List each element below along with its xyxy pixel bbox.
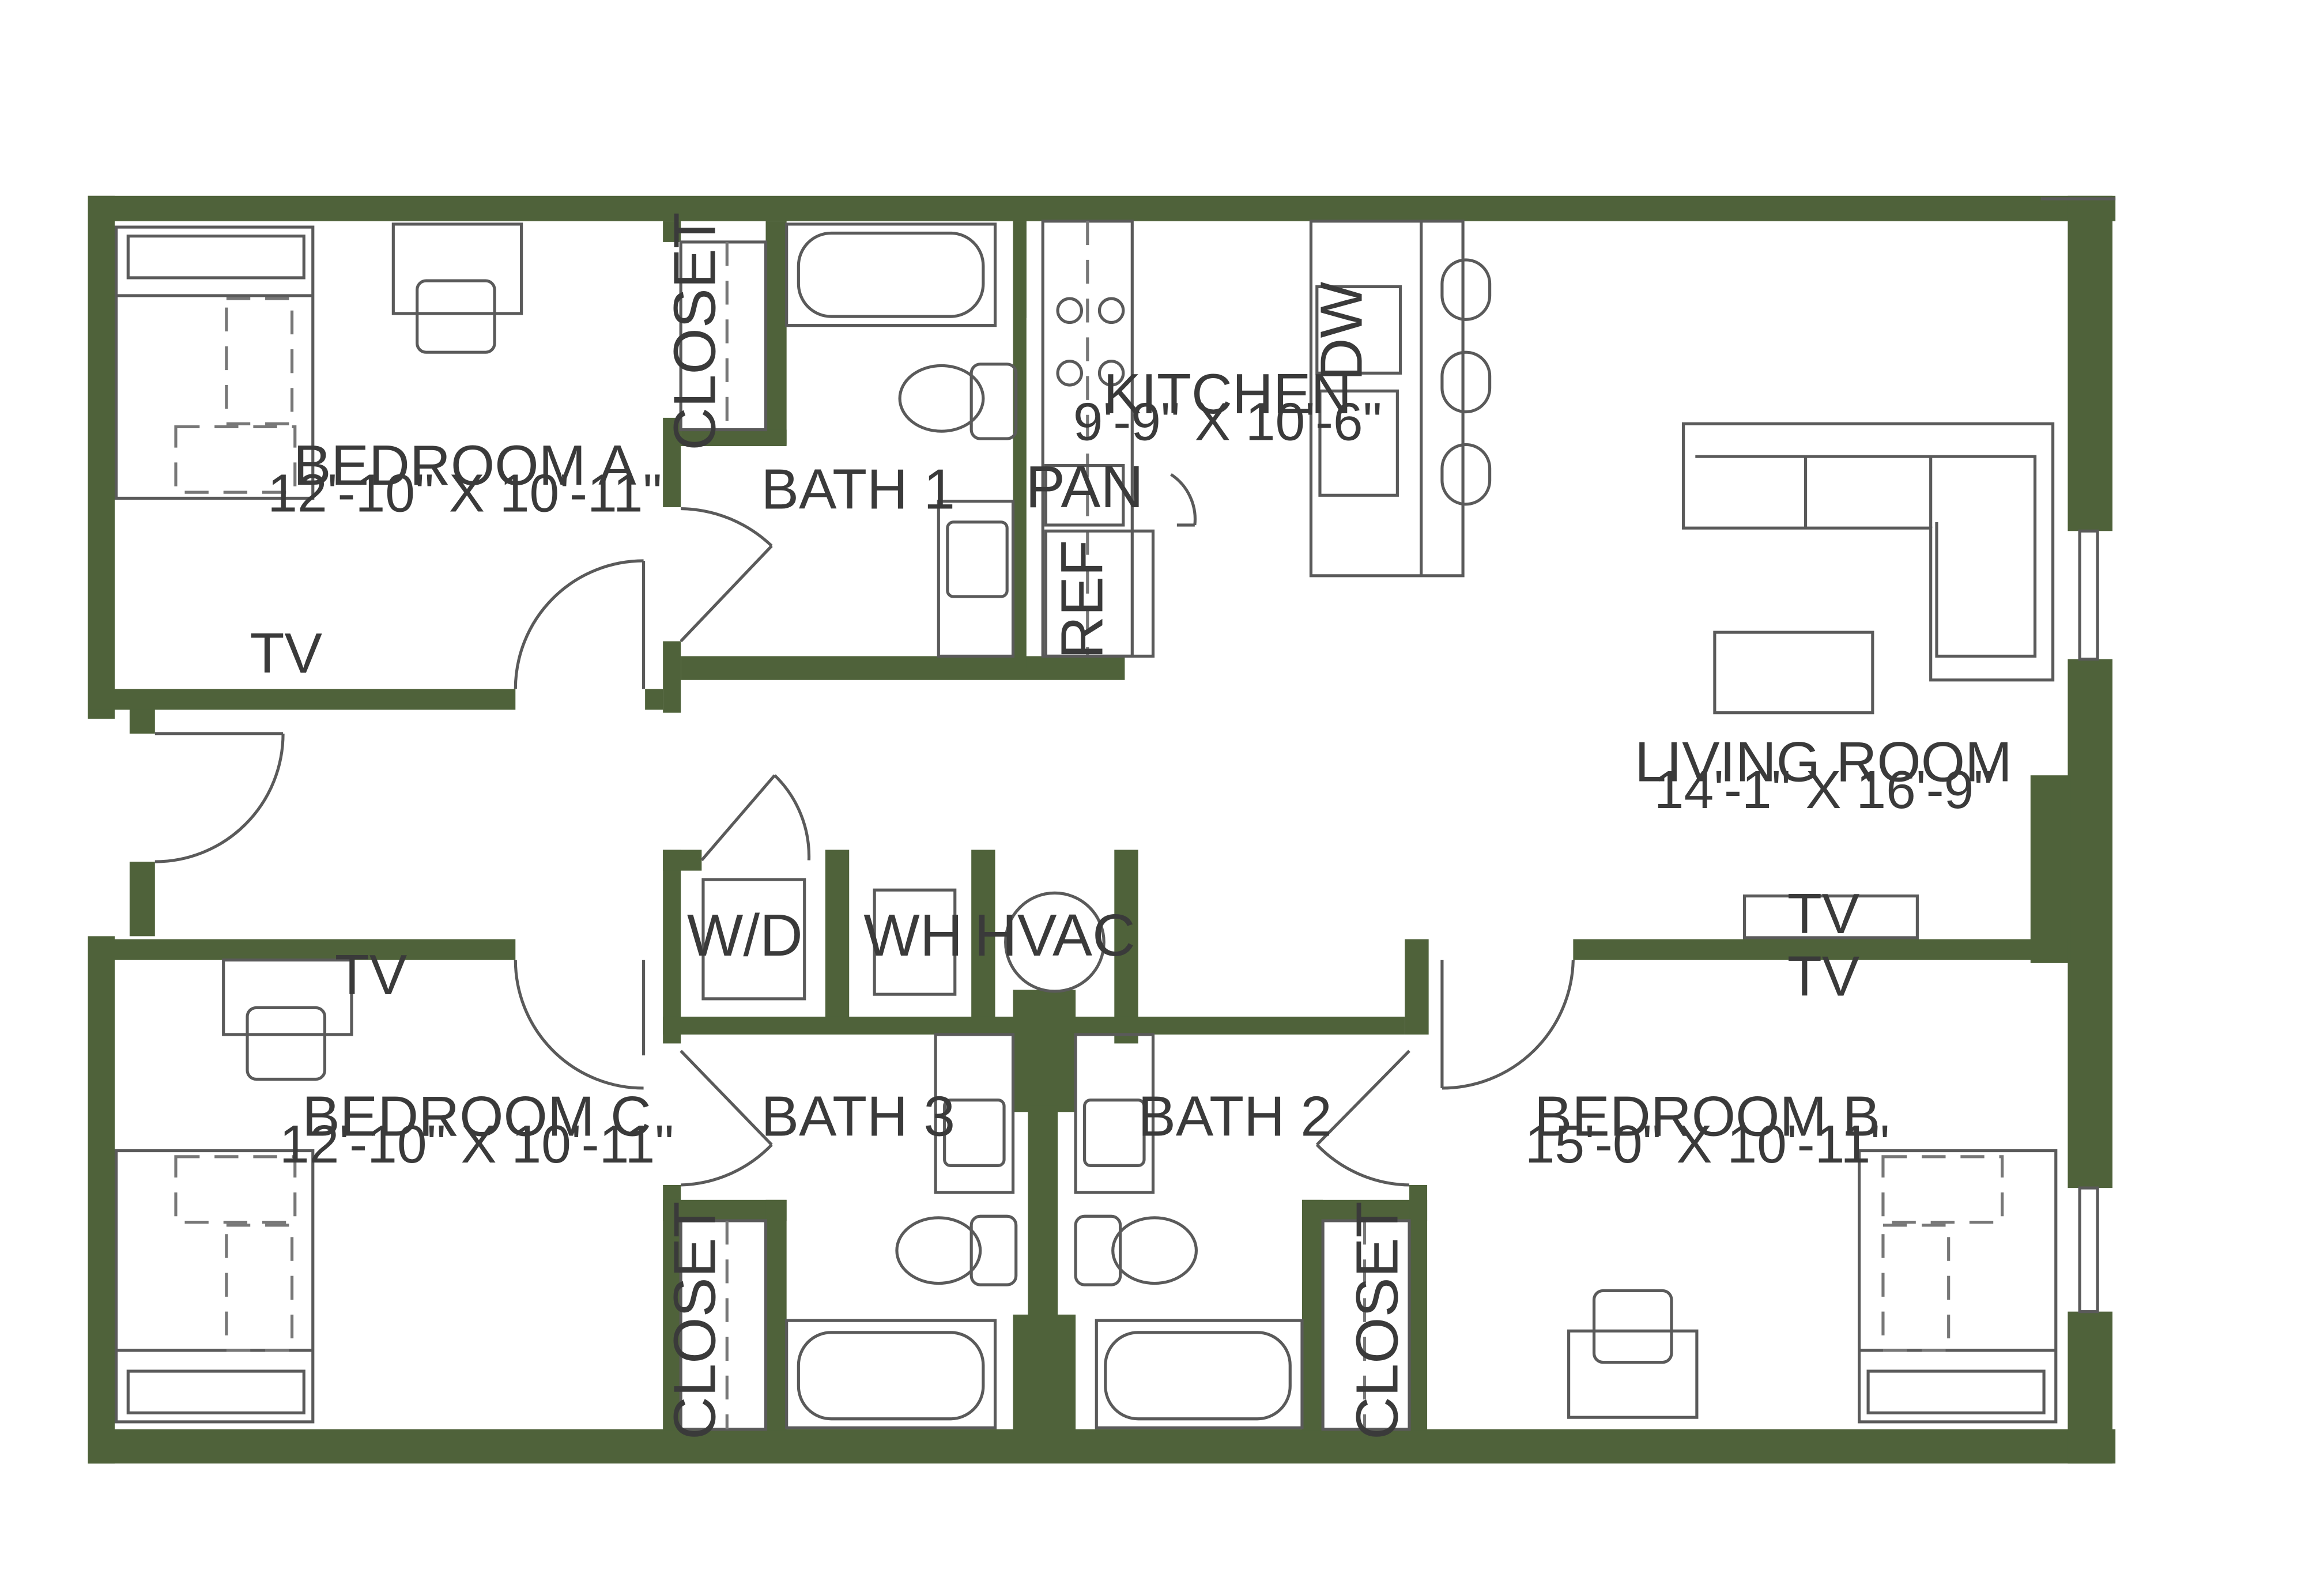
pantry-label: PAN	[1025, 453, 1144, 520]
room-dim-kitchen: 9'-9" X 10'-6"	[1073, 392, 1382, 452]
dishwasher-label: DW	[1307, 281, 1374, 381]
room-dim-living-room: 14'-1" X 16'-9"	[1654, 760, 1993, 820]
closet-label-a: CLOSET	[661, 212, 728, 451]
fixture-labels: CLOSET CLOSET CLOSET DW PAN REF W/D WH H…	[661, 212, 1410, 1440]
furniture	[115, 220, 2058, 1429]
walls	[88, 195, 2116, 1464]
door-swings	[154, 197, 2116, 1314]
closet-label-c: CLOSET	[661, 1201, 728, 1440]
refrigerator-label: REF	[1048, 540, 1115, 659]
room-labels: BEDROOM A 12'-10" X 10'-11" BATH 1 KITCH…	[267, 362, 2012, 1174]
tv-labels: TV TV TV TV	[250, 621, 1859, 1008]
tv-label-bedroom-b: TV	[1787, 945, 1860, 1008]
tv-label-living-room: TV	[1787, 882, 1860, 945]
room-dim-bedroom-b: 15'-0" X 10'-11"	[1525, 1114, 1890, 1174]
room-name-bath-2: BATH 2	[1138, 1085, 1332, 1148]
room-name-bath-3: BATH 3	[761, 1085, 955, 1148]
room-name-kitchen: KITCHEN	[1103, 362, 1352, 425]
room-dim-bedroom-a: 12'-10" X 10'-11"	[267, 463, 662, 523]
water-heater-label: WH	[863, 901, 963, 968]
room-dim-bedroom-c: 12'-10" X 10'-11"	[280, 1114, 674, 1174]
tv-label-bedroom-a: TV	[250, 621, 322, 685]
room-name-living-room: LIVING ROOM	[1635, 730, 2012, 794]
closets	[679, 240, 1411, 1431]
room-name-bedroom-c: BEDROOM C	[302, 1085, 651, 1148]
room-name-bedroom-a: BEDROOM A	[293, 433, 636, 497]
closet-label-b: CLOSET	[1343, 1201, 1410, 1440]
tv-label-bedroom-c: TV	[335, 943, 408, 1006]
room-name-bath-1: BATH 1	[761, 458, 955, 521]
hvac-label: HVAC	[974, 901, 1135, 968]
washer-dryer-label: W/D	[687, 901, 803, 968]
room-name-bedroom-b: BEDROOM B	[1534, 1085, 1880, 1148]
